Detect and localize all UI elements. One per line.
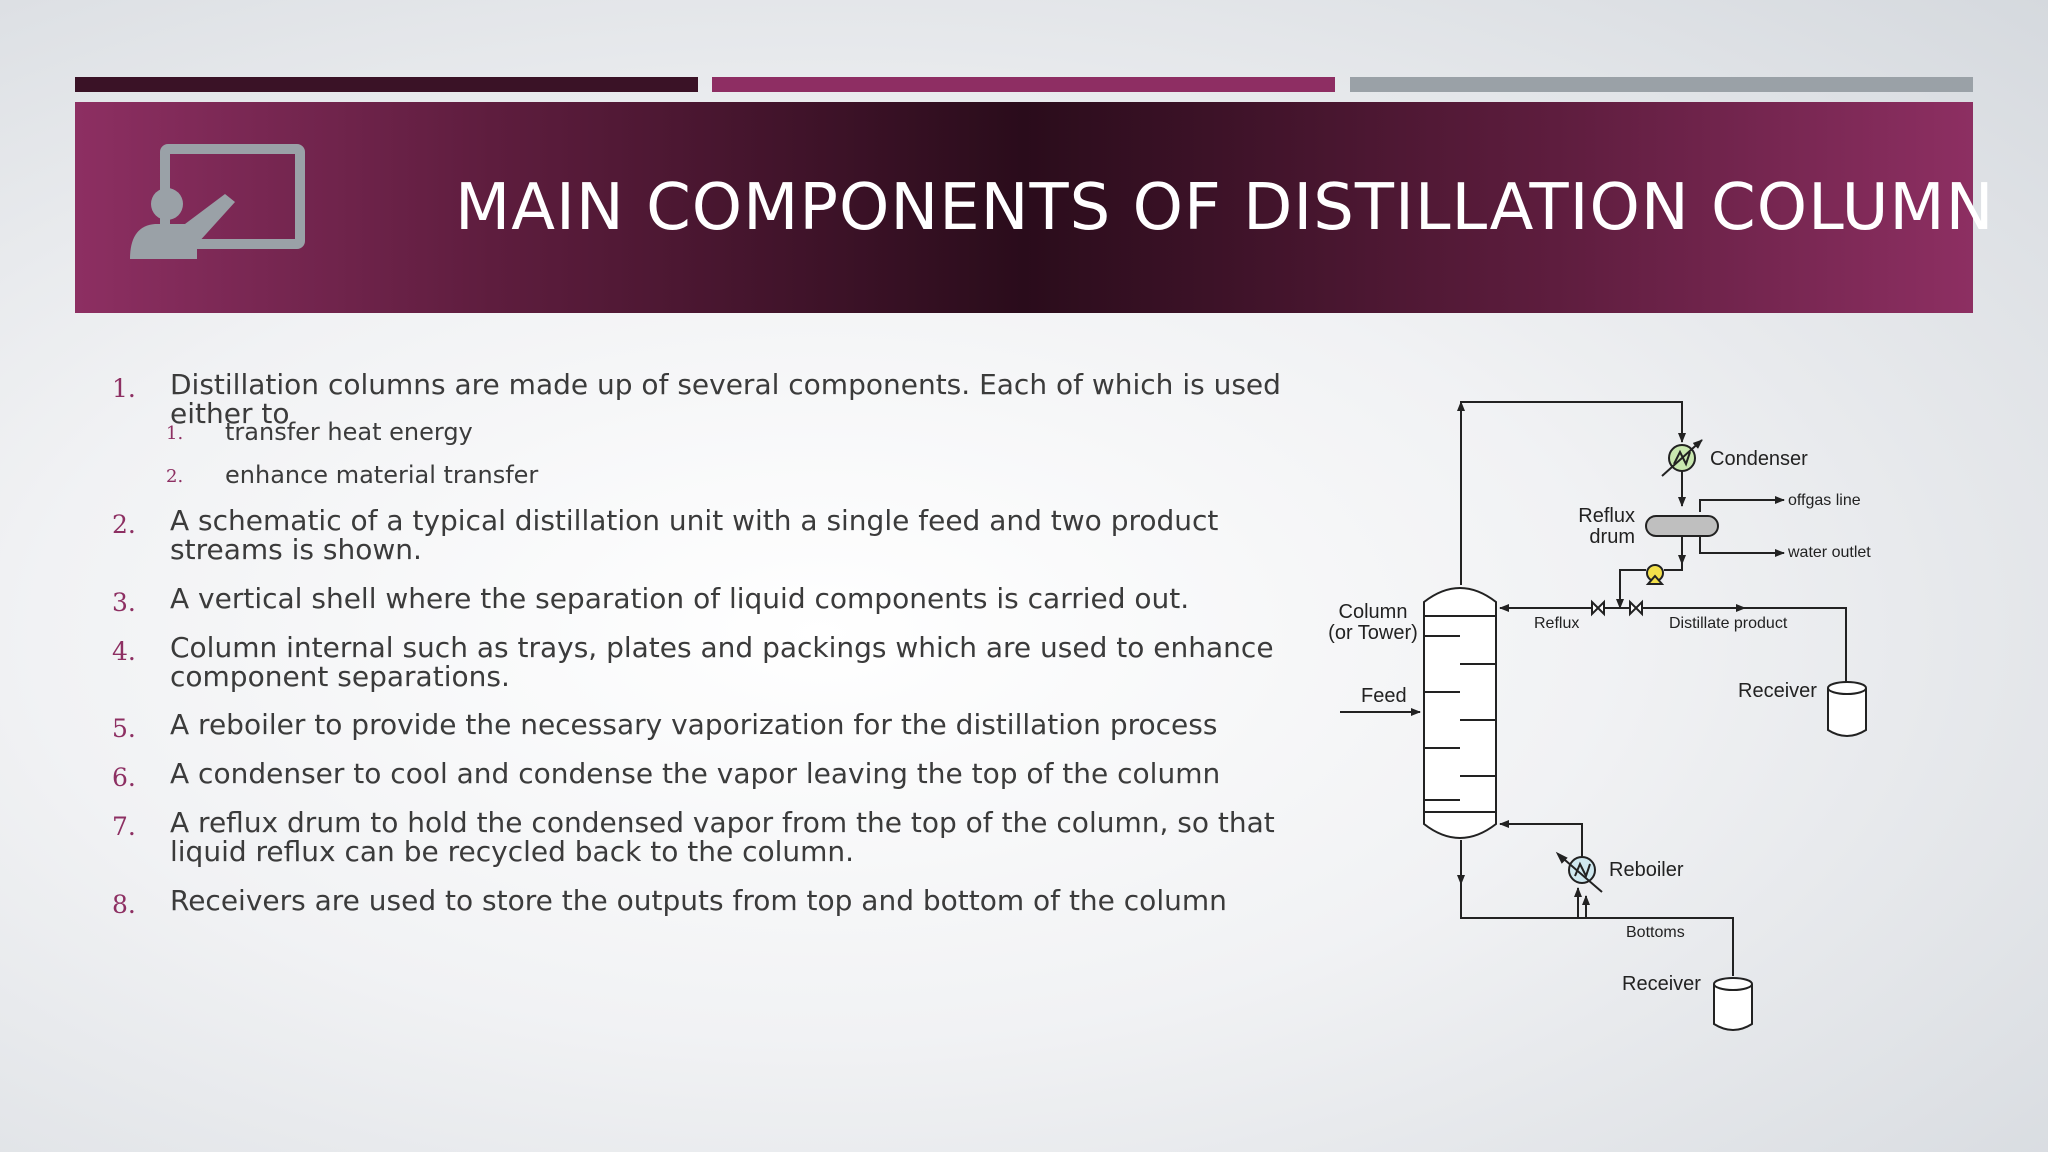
- list-text: A reflux drum to hold the condensed vapo…: [170, 806, 1275, 868]
- list-text: A condenser to cool and condense the vap…: [170, 757, 1221, 790]
- reboiler-label: Reboiler: [1609, 859, 1684, 881]
- slide-title: MAIN COMPONENTS OF DISTILLATION COLUMN: [455, 171, 1995, 245]
- list-text: Receivers are used to store the outputs …: [170, 884, 1227, 917]
- receiver-bottom-icon: [1713, 977, 1753, 1031]
- list-number: 2.: [166, 466, 184, 487]
- list-text: A vertical shell where the separation of…: [170, 582, 1190, 615]
- list-number: 3.: [112, 588, 136, 617]
- pump-icon: [1645, 564, 1665, 585]
- list-text: A reboiler to provide the necessary vapo…: [170, 708, 1218, 741]
- list-number: 4.: [112, 637, 136, 666]
- list-number: 5.: [112, 714, 136, 743]
- water-outlet-label: water outlet: [1787, 544, 1871, 561]
- list-text: transfer heat energy: [225, 418, 473, 446]
- distillate-label: Distillate product: [1669, 615, 1788, 632]
- accent-bar-left: [75, 77, 698, 92]
- reboiler-icon: [1555, 851, 1603, 893]
- feed-label: Feed: [1361, 685, 1407, 707]
- bottoms-label: Bottoms: [1626, 924, 1685, 941]
- presentation-icon: [130, 144, 305, 259]
- list-number: 7.: [112, 812, 136, 841]
- list-number: 1.: [112, 374, 136, 403]
- column-label: Column: [1339, 601, 1408, 623]
- condenser-icon: [1661, 439, 1703, 477]
- column-label-2: (or Tower): [1328, 622, 1418, 644]
- list-number: 1.: [166, 423, 184, 444]
- list-text: Distillation columns are made up of seve…: [170, 368, 1281, 430]
- reflux-drum: [1645, 515, 1719, 537]
- reflux-label: Reflux: [1534, 615, 1579, 632]
- receiver-bottom-label: Receiver: [1622, 973, 1701, 995]
- list-text: A schematic of a typical distillation un…: [170, 504, 1219, 566]
- list-number: 2.: [112, 510, 136, 539]
- accent-bar-right: [1350, 77, 1973, 92]
- title-banner: MAIN COMPONENTS OF DISTILLATION COLUMN: [75, 102, 1995, 313]
- reflux-drum-label-2: drum: [1589, 526, 1635, 548]
- list-number: 8.: [112, 890, 136, 919]
- condenser-label: Condenser: [1710, 448, 1808, 470]
- accent-bar-middle: [712, 77, 1335, 92]
- receiver-top-icon: [1827, 681, 1867, 737]
- offgas-label: offgas line: [1788, 492, 1861, 509]
- list-text: Column internal such as trays, plates an…: [170, 631, 1274, 693]
- receiver-top-label: Receiver: [1738, 680, 1817, 702]
- reflux-drum-label: Reflux: [1578, 505, 1635, 527]
- list-number: 6.: [112, 763, 136, 792]
- list-text: enhance material transfer: [225, 461, 539, 489]
